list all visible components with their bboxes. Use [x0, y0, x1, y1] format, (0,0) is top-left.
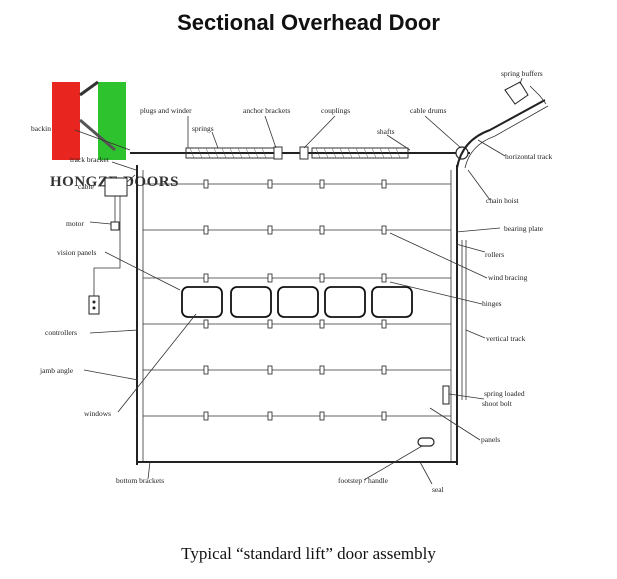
- hinge: [319, 411, 325, 421]
- label-bearing-plate: bearing plate: [504, 224, 544, 233]
- label-windows: windows: [84, 409, 111, 418]
- horizontal-track: [456, 99, 546, 169]
- hinge: [381, 365, 387, 375]
- shoot-bolt: [442, 385, 450, 405]
- controller-box: [88, 295, 100, 315]
- controller-wire: [93, 196, 121, 296]
- panel-seams: [137, 183, 457, 463]
- motor: [104, 177, 128, 197]
- hinge: [319, 319, 325, 329]
- label-rollers: rollers: [485, 250, 504, 259]
- anchor-bracket: [273, 146, 283, 160]
- label-couplings: couplings: [321, 106, 350, 115]
- label-shoot-bolt: shoot bolt: [482, 399, 513, 408]
- hinge: [203, 179, 209, 189]
- label-hinges: hinges: [482, 299, 502, 308]
- coupling: [299, 146, 309, 160]
- label-shafts: shafts: [377, 127, 395, 136]
- label-vision-panels: vision panels: [57, 248, 96, 257]
- label-footstep-handle: footstep / handle: [338, 476, 389, 485]
- hinge: [267, 319, 273, 329]
- hinge: [203, 319, 209, 329]
- label-cable: cable: [78, 182, 94, 191]
- footstep-handle: [417, 437, 435, 447]
- label-backing: backin: [31, 124, 51, 133]
- label-wind-bracing: wind bracing: [488, 273, 528, 282]
- hinge: [381, 179, 387, 189]
- hinge: [203, 273, 209, 283]
- label-track-bracket: track bracket: [70, 155, 110, 164]
- label-jamb-angle: jamb angle: [39, 366, 74, 375]
- label-plugs-and-winder: plugs and winder: [140, 106, 192, 115]
- logo-stroke: [79, 80, 99, 97]
- hinge: [381, 225, 387, 235]
- hinge: [203, 365, 209, 375]
- label-seal: seal: [432, 485, 444, 494]
- horizontal-track-inner: [464, 105, 549, 169]
- window: [324, 286, 366, 318]
- hinge: [381, 273, 387, 283]
- hinges: [203, 179, 387, 421]
- hinge: [267, 365, 273, 375]
- spring-buffer-rod: [529, 85, 547, 105]
- hinge: [381, 319, 387, 329]
- hinge: [319, 273, 325, 283]
- controller-button: [92, 300, 96, 304]
- label-springs: springs: [192, 124, 214, 133]
- motor-chain-end: [110, 221, 120, 231]
- window: [277, 286, 319, 318]
- diagram-title: Sectional Overhead Door: [177, 10, 440, 35]
- logo-stroke: [79, 118, 116, 152]
- window: [181, 286, 223, 318]
- hinge: [319, 225, 325, 235]
- hinge: [267, 225, 273, 235]
- label-cable-drums: cable drums: [410, 106, 447, 115]
- hinge: [267, 411, 273, 421]
- hinge: [319, 365, 325, 375]
- label-vertical-track: vertical track: [486, 334, 526, 343]
- label-anchor-brackets: anchor brackets: [243, 106, 290, 115]
- label-chain-hoist: chain hoist: [486, 196, 520, 205]
- cable-line: [126, 174, 136, 183]
- logo-red-block: [52, 82, 80, 160]
- leader-lines: [74, 77, 523, 485]
- hongze-logo: HONGZE DOORS: [50, 80, 178, 190]
- hinge: [203, 225, 209, 235]
- window: [371, 286, 413, 318]
- controller-button: [92, 306, 96, 310]
- label-motor: motor: [66, 219, 84, 228]
- label-bottom-brackets: bottom brackets: [116, 476, 164, 485]
- label-horizontal-track: horizontal track: [505, 152, 553, 161]
- hinge: [267, 179, 273, 189]
- spring-buffer: [504, 81, 529, 105]
- label-panels: panels: [481, 435, 500, 444]
- spring-coils: [189, 147, 401, 159]
- hinge: [267, 273, 273, 283]
- label-spring-buffers: spring buffers: [501, 69, 543, 78]
- label-spring-loaded: spring loaded: [484, 389, 525, 398]
- diagram-caption: Typical “standard lift” door assembly: [181, 544, 436, 563]
- hinge: [381, 411, 387, 421]
- window: [230, 286, 272, 318]
- vision-windows: [181, 286, 413, 318]
- hinge: [319, 179, 325, 189]
- label-controllers: controllers: [45, 328, 77, 337]
- hinge: [203, 411, 209, 421]
